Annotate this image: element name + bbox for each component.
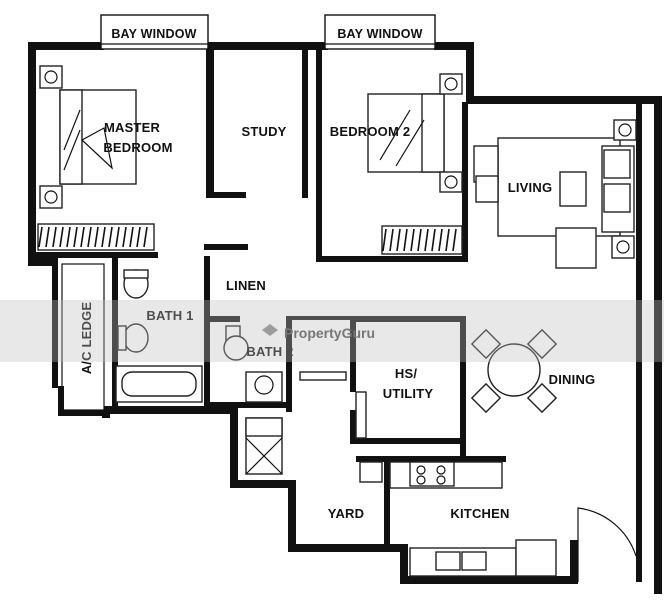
bedroom2-side-tables: [439, 73, 463, 193]
wardrobe-hatch-line: [115, 226, 120, 248]
hs-utility-label-line2: UTILITY: [383, 386, 434, 401]
wardrobe-hatch-line: [452, 228, 457, 252]
bedroom2-wardrobe: [381, 225, 463, 255]
wardrobe-hatch-line: [59, 226, 64, 248]
wardrobe-hatch-line: [143, 226, 148, 248]
bedroom2-bed: [367, 93, 445, 173]
study-label: STUDY: [241, 124, 286, 139]
bath2-fixtures: [223, 325, 283, 403]
wardrobe-hatch-line: [94, 226, 99, 248]
propertyguru-logo-icon: [262, 324, 278, 336]
wardrobe-hatch-line: [52, 226, 57, 248]
bath1-label: BATH 1: [146, 308, 193, 323]
wardrobe-hatch-line: [136, 226, 141, 248]
kitchen-label: KITCHEN: [450, 506, 509, 521]
wardrobe-hatch-line: [403, 228, 408, 252]
bath2-label: BATH 2: [246, 344, 293, 359]
room-labels: MASTER BEDROOM STUDY BEDROOM 2 LIVING LI…: [79, 120, 595, 521]
wardrobe-hatch-line: [101, 226, 106, 248]
wardrobe-hatch-line: [122, 226, 127, 248]
wardrobe-hatch-line: [73, 226, 78, 248]
bay-window-right: BAY WINDOW: [324, 14, 436, 50]
wardrobe-hatch-line: [45, 226, 50, 248]
wardrobe-hatch-line: [129, 226, 134, 248]
bath1-fixtures: [115, 269, 203, 403]
watermark: PropertyGuru: [0, 300, 664, 362]
master-bedroom-label-line2: BEDROOM: [103, 140, 172, 155]
entrance-door: [577, 507, 637, 582]
wardrobe-hatch-line: [108, 226, 113, 248]
watermark-brand: PropertyGuru: [284, 325, 375, 341]
wardrobe-hatch-line: [445, 228, 450, 252]
bay-window-left-label: BAY WINDOW: [111, 27, 196, 41]
bay-window-right-label: BAY WINDOW: [337, 27, 422, 41]
linen-label: LINEN: [226, 278, 266, 293]
wardrobe-hatch-line: [38, 226, 43, 248]
wardrobe-hatch-line: [80, 226, 85, 248]
master-side-tables: [39, 65, 63, 209]
master-wardrobe: [37, 223, 155, 251]
wardrobe-hatch-line: [382, 228, 387, 252]
wardrobe-hatch-line: [87, 226, 92, 248]
kitchen-fixtures: [389, 461, 557, 577]
wardrobe-hatch-line: [424, 228, 429, 252]
yard-grille: [299, 371, 383, 483]
ac-ledge-label: A/C LEDGE: [79, 302, 94, 375]
living-label: LIVING: [508, 180, 553, 195]
wardrobe-hatch-line: [438, 228, 443, 252]
internal-walls: [36, 50, 506, 546]
wardrobe-hatch-line: [410, 228, 415, 252]
service-shaft: [245, 417, 283, 475]
wardrobe-hatch-line: [66, 226, 71, 248]
master-bed: [59, 89, 137, 185]
wardrobe-hatch-line: [396, 228, 401, 252]
dining-set: [470, 328, 558, 414]
master-bedroom-label-line1: MASTER: [104, 120, 160, 135]
bedroom2-label: BEDROOM 2: [330, 124, 411, 139]
wardrobe-hatch-line: [389, 228, 394, 252]
wardrobe-hatch-line: [417, 228, 422, 252]
wardrobe-hatch-line: [431, 228, 436, 252]
yard-label: YARD: [328, 506, 364, 521]
outer-walls: [28, 42, 662, 594]
hs-utility-label-line1: HS/: [395, 366, 417, 381]
living-furniture: [473, 119, 637, 269]
dining-label: DINING: [549, 372, 596, 387]
bay-window-left: BAY WINDOW: [100, 14, 209, 50]
